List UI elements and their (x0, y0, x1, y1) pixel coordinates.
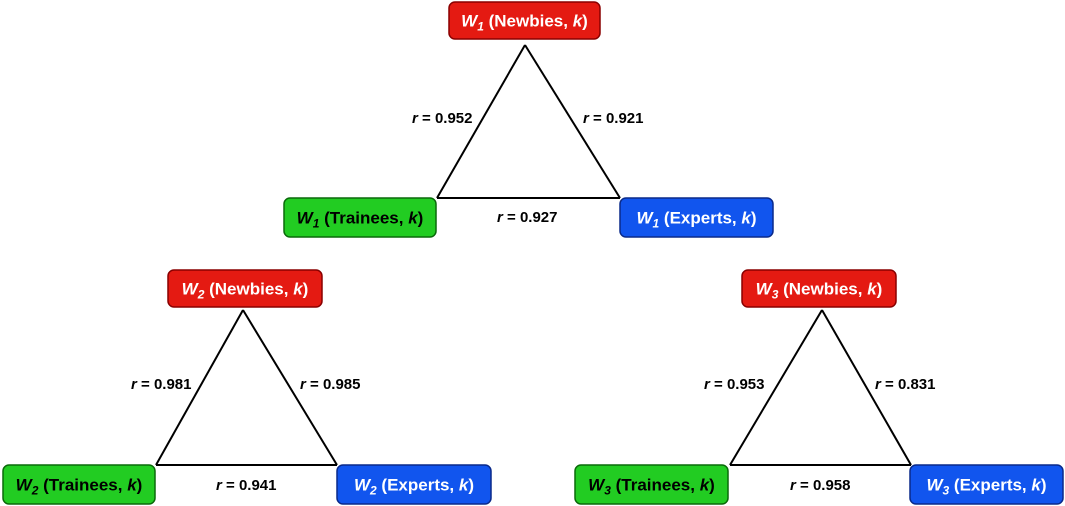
node-box (574, 464, 729, 505)
node-newbies-w3: W3 (Newbies, k) (741, 269, 897, 308)
r-label-newbies-experts: r = 0.921 (583, 110, 643, 127)
var-symbol: W (297, 209, 315, 228)
var-subscript: 1 (477, 20, 484, 34)
node-trainees-w3: W3 (Trainees, k) (574, 464, 729, 505)
var-symbol: W (461, 12, 479, 31)
triangle-w2: W2 (Newbies, k)W2 (Trainees, k)W2 (Exper… (2, 269, 492, 505)
param-symbol: k (127, 476, 138, 495)
var-symbol: W (636, 209, 654, 228)
node-label: W1 (Trainees, k) (297, 209, 424, 231)
close-paren: ) (1041, 476, 1047, 495)
param-symbol: k (1031, 476, 1042, 495)
close-paren: ) (137, 476, 143, 495)
node-box (167, 269, 323, 308)
node-label: W1 (Newbies, k) (461, 12, 588, 34)
group-name: (Trainees, (319, 209, 408, 228)
close-paren: ) (709, 476, 715, 495)
node-box (619, 197, 774, 238)
triangle-w3: W3 (Newbies, k)W3 (Trainees, k)W3 (Exper… (574, 269, 1064, 505)
r-label-newbies-trainees: r = 0.981 (131, 376, 191, 393)
node-newbies-w1: W1 (Newbies, k) (448, 1, 601, 40)
group-name: (Trainees, (611, 476, 700, 495)
var-subscript: 2 (369, 484, 377, 498)
node-label: W2 (Trainees, k) (16, 476, 143, 498)
close-paren: ) (877, 280, 883, 299)
param-symbol: k (741, 209, 752, 228)
edge-newbies-experts (821, 309, 912, 466)
param-symbol: k (700, 476, 711, 495)
param-symbol: k (293, 280, 304, 299)
group-name: (Experts, (377, 476, 459, 495)
node-experts-w2: W2 (Experts, k) (336, 464, 492, 505)
r-label-trainees-experts: r = 0.958 (790, 477, 850, 494)
node-label: W2 (Newbies, k) (182, 280, 309, 302)
var-subscript: 1 (653, 217, 660, 231)
edge-newbies-trainees (729, 309, 823, 466)
group-name: (Trainees, (38, 476, 127, 495)
node-label: W3 (Newbies, k) (756, 280, 883, 302)
var-symbol: W (16, 476, 34, 495)
var-symbol: W (354, 476, 372, 495)
node-experts-w3: W3 (Experts, k) (909, 464, 1064, 505)
node-trainees-w2: W2 (Trainees, k) (2, 464, 156, 505)
var-subscript: 2 (31, 484, 39, 498)
group-name: (Newbies, (778, 280, 867, 299)
r-label-newbies-trainees: r = 0.953 (704, 376, 764, 393)
node-experts-w1: W1 (Experts, k) (619, 197, 774, 238)
group-name: (Experts, (659, 209, 741, 228)
group-name: (Experts, (949, 476, 1031, 495)
group-name: (Newbies, (484, 12, 573, 31)
edge-newbies-experts (242, 309, 338, 466)
var-symbol: W (756, 280, 774, 299)
node-label: W2 (Experts, k) (354, 476, 474, 498)
node-box (336, 464, 492, 505)
node-box (741, 269, 897, 308)
edge-newbies-trainees (155, 309, 244, 466)
node-box (909, 464, 1064, 505)
var-subscript: 3 (772, 288, 779, 302)
edge-newbies-trainees (436, 44, 526, 199)
node-box (2, 464, 156, 505)
close-paren: ) (582, 12, 588, 31)
node-label: W1 (Experts, k) (636, 209, 756, 231)
param-symbol: k (408, 209, 419, 228)
var-subscript: 1 (313, 217, 320, 231)
edge-newbies-experts (524, 44, 621, 199)
var-subscript: 2 (197, 288, 205, 302)
triangle-w1: W1 (Newbies, k)W1 (Trainees, k)W1 (Exper… (283, 1, 774, 238)
r-label-newbies-experts: r = 0.831 (875, 376, 935, 393)
var-subscript: 3 (604, 484, 611, 498)
var-symbol: W (182, 280, 200, 299)
r-label-trainees-experts: r = 0.941 (216, 477, 276, 494)
param-symbol: k (867, 280, 878, 299)
node-label: W3 (Trainees, k) (588, 476, 715, 498)
node-box (283, 197, 437, 238)
close-paren: ) (418, 209, 424, 228)
var-symbol: W (926, 476, 944, 495)
node-box (448, 1, 601, 40)
group-name: (Newbies, (204, 280, 293, 299)
close-paren: ) (751, 209, 757, 228)
r-label-trainees-experts: r = 0.927 (497, 209, 557, 226)
node-trainees-w1: W1 (Trainees, k) (283, 197, 437, 238)
r-label-newbies-experts: r = 0.985 (300, 376, 360, 393)
node-newbies-w2: W2 (Newbies, k) (167, 269, 323, 308)
var-symbol: W (588, 476, 606, 495)
close-paren: ) (468, 476, 474, 495)
var-subscript: 3 (943, 484, 950, 498)
node-label: W3 (Experts, k) (926, 476, 1046, 498)
r-label-newbies-trainees: r = 0.952 (412, 110, 472, 127)
close-paren: ) (303, 280, 309, 299)
param-symbol: k (573, 12, 584, 31)
param-symbol: k (459, 476, 470, 495)
